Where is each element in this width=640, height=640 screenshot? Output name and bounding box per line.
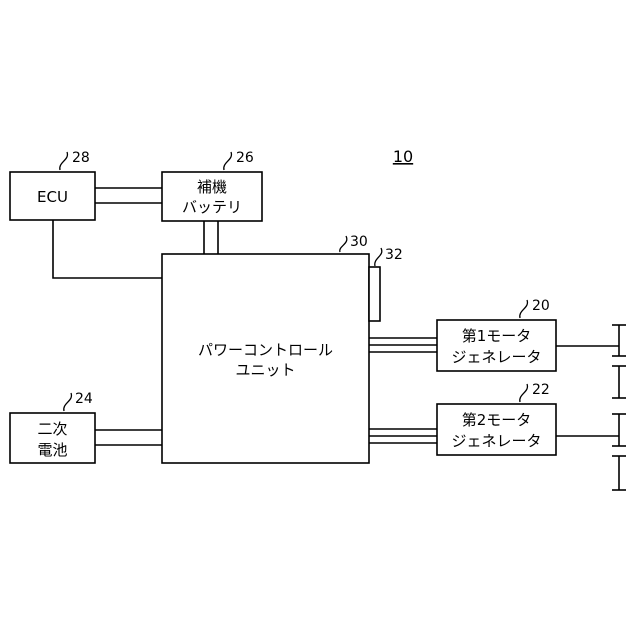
mg2-ref-leader [520,384,528,402]
mg1-block: 第1モータ ジェネレータ [437,320,556,371]
mg2-ref-label: 22 [532,382,550,398]
secondary-battery-ref-label: 24 [75,391,93,407]
pcu-part-ref-leader [375,248,382,266]
figure-ref-label: 10 [393,147,413,166]
pcu-part-box [369,267,380,321]
aux-battery-ref-leader [224,152,232,170]
wire-ecu-pcu [53,220,162,278]
ecu-ref-leader [60,152,68,170]
secondary-battery-ref-leader [64,393,72,411]
mg1-ref: 20 [520,298,550,318]
secondary-battery-label-line2: 電池 [37,441,67,459]
pcu-label-line2: ユニット [235,361,295,379]
mg2-block: 第2モータ ジェネレータ [437,404,556,455]
pcu-part-block [369,267,380,321]
mg2-label-line1: 第2モータ [462,411,532,429]
pcu-ref: 30 [340,234,368,252]
mg1-ref-leader [520,300,528,318]
mg1-label-line2: ジェネレータ [451,348,541,366]
aux-battery-ref: 26 [224,150,254,170]
pcu-label-line1: パワーコントロール [198,341,333,359]
aux-battery-label-line1: 補機 [197,178,227,196]
aux-battery-ref-label: 26 [236,150,254,166]
drivetrain-shafts [556,325,626,490]
mg2-ref: 22 [520,382,550,402]
secondary-battery-ref: 24 [64,391,93,411]
pcu-part-ref: 32 [375,247,403,266]
secondary-battery-block: 二次 電池 [10,413,95,463]
pcu-ref-label: 30 [350,234,368,250]
ecu-label: ECU [37,188,68,206]
ecu-ref-label: 28 [72,150,90,166]
mg2-label-line2: ジェネレータ [451,432,541,450]
mg1-ref-label: 20 [532,298,550,314]
ecu-ref: 28 [60,150,90,170]
pcu-ref-leader [340,236,347,252]
mg1-label-line1: 第1モータ [462,327,532,345]
pcu-part-ref-label: 32 [385,247,403,263]
pcu-block: パワーコントロール ユニット [162,254,369,463]
aux-battery-label-line2: バッテリ [182,198,242,216]
aux-battery-block: 補機 バッテリ [162,172,262,221]
secondary-battery-label-line1: 二次 [37,420,67,438]
ecu-block: ECU [10,172,95,220]
